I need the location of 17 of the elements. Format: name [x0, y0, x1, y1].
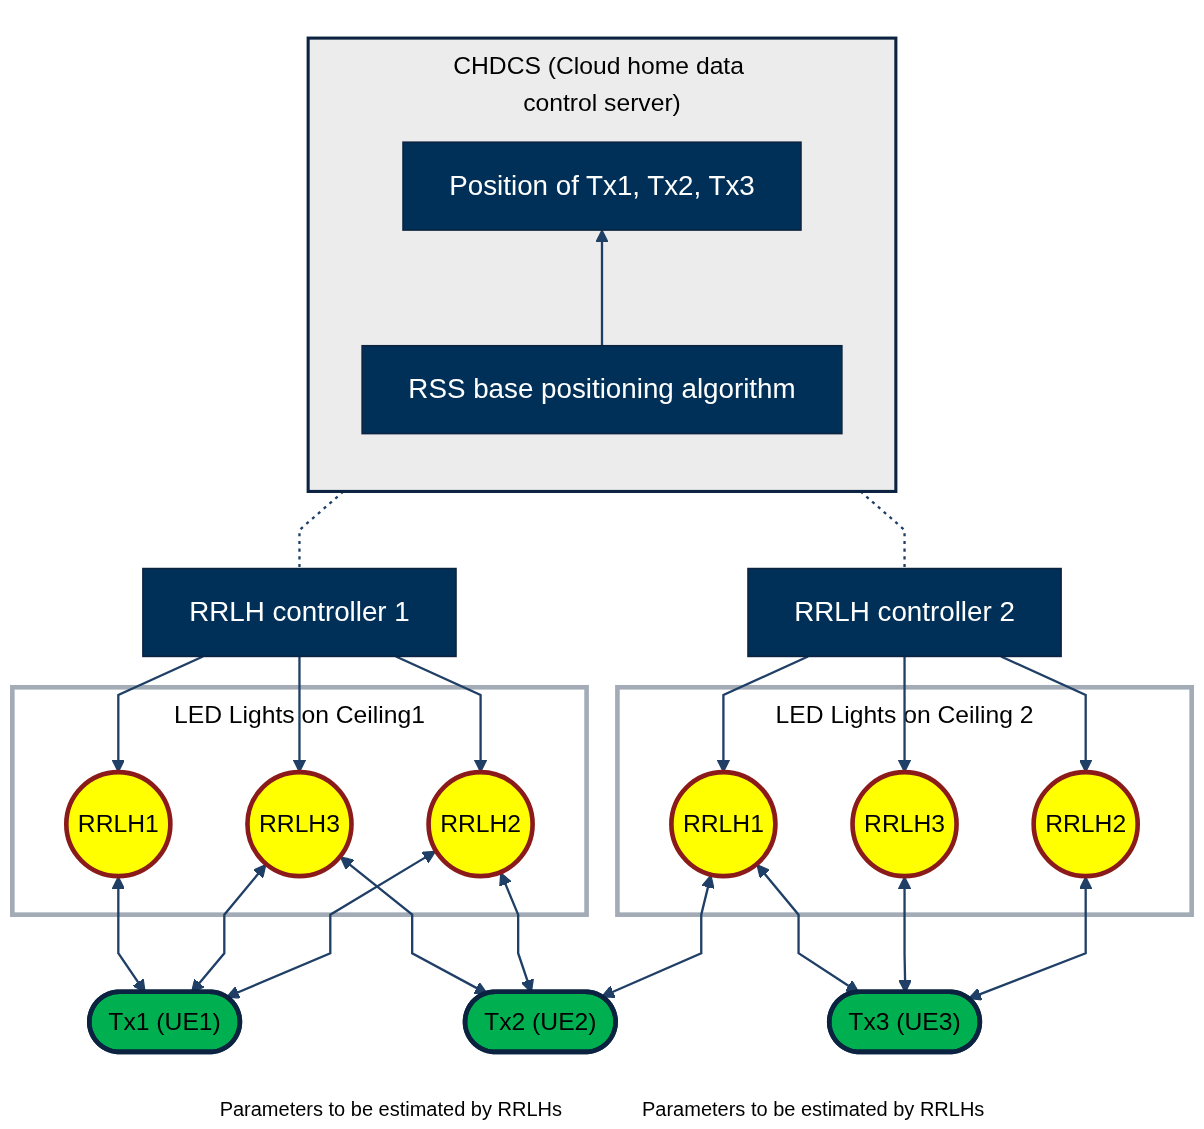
arrow [339, 856, 488, 995]
node-circle: RRLH3 [850, 769, 959, 879]
note-text: Parameters to be estimated by RRLHs [642, 1098, 985, 1121]
node-circle: RRLH2 [426, 769, 535, 879]
node-circle: RRLH2 [1031, 769, 1140, 879]
node-box: RRLH controller 1 [142, 567, 457, 658]
arrow [756, 864, 860, 994]
node-box: Position of Tx1, Tx2, Tx3 [402, 141, 802, 231]
node-box: RSS base positioning algorithm [361, 344, 843, 435]
arrow [595, 229, 609, 346]
arrow [226, 850, 437, 999]
note-text: Parameters to be estimated by RRLHs [219, 1098, 562, 1121]
node-circle: RRLH1 [669, 769, 778, 879]
node-box: RRLH controller 2 [747, 567, 1062, 658]
node-circle: RRLH3 [245, 769, 354, 879]
arrow [968, 876, 1093, 1001]
node-circle: RRLH1 [64, 769, 173, 879]
